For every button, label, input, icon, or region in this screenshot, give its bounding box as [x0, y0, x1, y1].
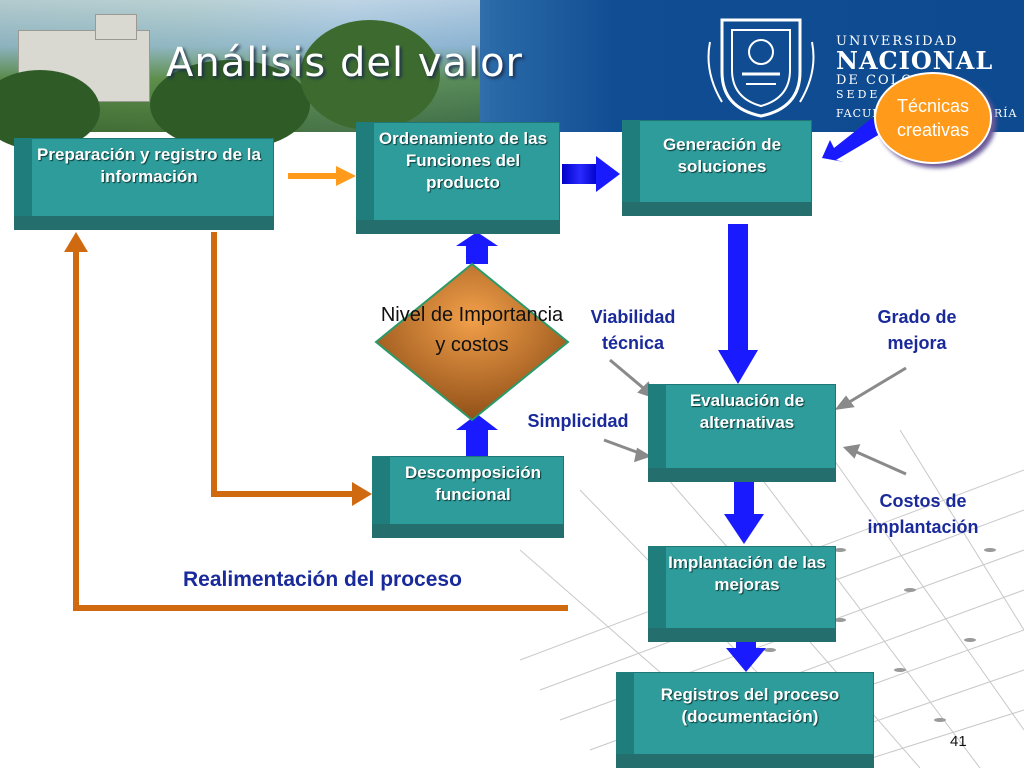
university-seal-icon — [707, 18, 815, 118]
node-registros: Registros del proceso (documentación) — [616, 672, 874, 768]
feedback-arrowhead-up — [64, 232, 88, 252]
node-nivel-label: Nivel de Importancia y costos — [380, 304, 564, 356]
arrow-eval-to-impl — [734, 474, 754, 516]
node-generacion: Generación de soluciones — [622, 120, 812, 216]
arrow-desc-to-nivel — [466, 426, 488, 456]
arrow-nivel-to-orden — [466, 244, 488, 264]
arrow-gen-to-eval — [728, 224, 748, 352]
campus-trees — [0, 70, 100, 150]
campus-building — [95, 14, 137, 40]
node-evaluacion: Evaluación de alternativas — [648, 384, 836, 482]
campus-trees — [300, 20, 440, 130]
page-title: Análisis del valor — [166, 40, 524, 86]
node-implantacion: Implantación de las mejoras — [648, 546, 836, 642]
label-grado: Grado de mejora — [877, 307, 957, 353]
label-costos: Costos de implantación — [867, 491, 979, 537]
node-descomposicion: Descomposición funcional — [372, 456, 564, 538]
node-tecnicas-creativas: Técnicas creativas — [874, 72, 992, 164]
arrow-tecnicas-to-gen — [822, 118, 880, 162]
node-preparacion: Preparación y registro de la información — [14, 138, 274, 230]
page-number: 41 — [950, 733, 967, 750]
feedback-arrow — [73, 232, 568, 611]
feedback-arrowhead-right — [352, 482, 372, 506]
arrow-orden-to-gen — [562, 164, 598, 184]
campus-trees — [150, 60, 310, 150]
node-nivel-diamond — [374, 262, 570, 422]
label-simplicidad: Simplicidad — [527, 411, 629, 431]
label-realimentacion: Realimentación del proceso — [183, 568, 462, 591]
label-viabilidad: Viabilidad técnica — [590, 307, 676, 353]
node-ordenamiento: Ordenamiento de las Funciones del produc… — [356, 122, 560, 234]
